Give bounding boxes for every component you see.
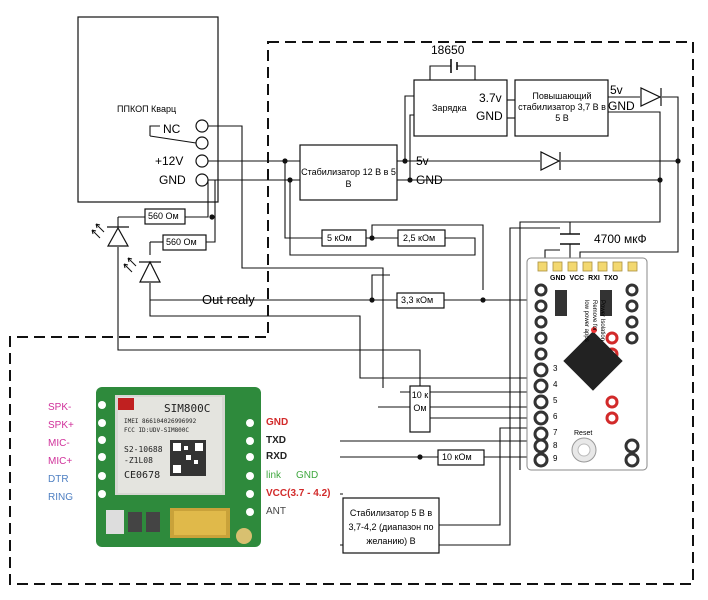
- pin-spk-minus: SPK-: [48, 402, 72, 413]
- arduino-reset-label: Reset: [574, 430, 593, 437]
- r3-3k-label: 3,3 кОм: [401, 295, 434, 305]
- pin-mic-minus: MIC-: [48, 438, 70, 449]
- sim-code-1: S2-10688: [124, 445, 163, 454]
- pin-vcc: VCC: [569, 275, 585, 282]
- arduino-side-line-2: Remove for: [591, 300, 597, 332]
- arduino-board: [526, 257, 648, 471]
- reg12-5v-label: 5v: [416, 154, 429, 168]
- reg12-gnd-label: GND: [416, 173, 443, 187]
- wires: [117, 65, 679, 546]
- arduino-side-line-3: low power apps: [583, 300, 589, 342]
- sim-ce: CE0678: [124, 470, 161, 481]
- arduino-pin-4: 4: [553, 380, 558, 389]
- r10k-horizontal-label: 10 кОм: [442, 452, 472, 462]
- terminal-gnd-label: GND: [159, 173, 186, 187]
- terminal-12v-label: +12V: [155, 154, 184, 168]
- sim-fcc: FCC ID:UDV-SIM800C: [124, 427, 190, 434]
- arduino-pin-9: 9: [553, 454, 558, 463]
- nc-bracket: [149, 125, 197, 144]
- sim-pin-link: link: [266, 470, 282, 481]
- pin-gnd: GND: [550, 275, 566, 282]
- reg12-title: Стабилизатор 12 В в 5 В: [301, 167, 396, 189]
- sim-pin-ant: ANT: [266, 506, 286, 517]
- booster-gnd-label: GND: [608, 99, 635, 113]
- charger-gnd-label: GND: [476, 109, 503, 123]
- alarm-panel-title: ППКОП Кварц: [117, 104, 177, 114]
- sim-code-2: -Z1L08: [124, 456, 153, 465]
- sim-left-pins: SPK- SPK+ MIC- MIC+ DTR RING: [48, 399, 74, 507]
- r10k-vertical-label: 10 кОм: [411, 390, 429, 413]
- pin-rxi: RXI: [588, 275, 600, 282]
- sim-imei: IMEI 866104026996992: [124, 418, 197, 425]
- r2-5k-label: 2,5 кОм: [403, 233, 436, 243]
- junctions: [209, 158, 681, 460]
- r560-2-label: 560 Ом: [166, 237, 197, 247]
- sim-pin-txd: TXD: [266, 435, 286, 446]
- pin-dtr: DTR: [48, 474, 69, 485]
- panel-terminals: [195, 119, 209, 187]
- pin-ring: RING: [48, 492, 73, 503]
- battery-symbol: [450, 59, 458, 73]
- diodes: [106, 87, 662, 283]
- arduino-side-text: Power Isolation Remove for low power app…: [582, 300, 606, 342]
- battery-label: 18650: [431, 43, 465, 57]
- capacitor-label: 4700 мкФ: [594, 232, 647, 246]
- terminal-nc-label: NC: [163, 122, 181, 136]
- arduino-top-pins: GND VCC RXI TXO: [550, 275, 618, 282]
- dashed-enclosures: [9, 41, 694, 585]
- arduino-pin-6: 6: [553, 412, 558, 421]
- booster-5v-label: 5v: [610, 83, 623, 97]
- arduino-pin-5: 5: [553, 396, 558, 405]
- arduino-pin-8: 8: [553, 441, 558, 450]
- r560-1-label: 560 Ом: [148, 211, 179, 221]
- charger-37v-label: 3.7v: [479, 91, 502, 105]
- reg5-title: Стабилизатор 5 В в 3,7-4,2 (диапазон по …: [348, 508, 434, 546]
- sim-pin-vcc: VCC(3.7 - 4.2): [266, 488, 331, 499]
- pin-spk-plus: SPK+: [48, 420, 74, 431]
- block-frames: [77, 16, 609, 554]
- sim-pin-gnd: GND: [266, 417, 289, 428]
- pin-txo: TXO: [603, 275, 619, 282]
- sim-chip-name: SIM800C: [164, 402, 211, 415]
- r5k-label: 5 кОм: [327, 233, 352, 243]
- sim-pin-gnd2: GND: [296, 470, 319, 481]
- pin-mic-plus: MIC+: [48, 456, 73, 467]
- arduino-pin-7: 7: [553, 428, 558, 437]
- sim800c-module-picture: [35, 378, 340, 558]
- resistors: [144, 208, 485, 466]
- out-relay-label: Out realy: [202, 292, 255, 307]
- booster-title: Повышающий стабилизатор 3,7 В в 5 В: [518, 91, 606, 123]
- arduino-pin-3: 3: [553, 364, 558, 373]
- capacitor-symbol: [560, 233, 580, 245]
- led-rays: [91, 223, 137, 273]
- arduino-side-line-1: Power Isolation: [599, 300, 605, 342]
- charger-title: Зарядка: [432, 103, 467, 113]
- sim-pin-rxd: RXD: [266, 451, 288, 462]
